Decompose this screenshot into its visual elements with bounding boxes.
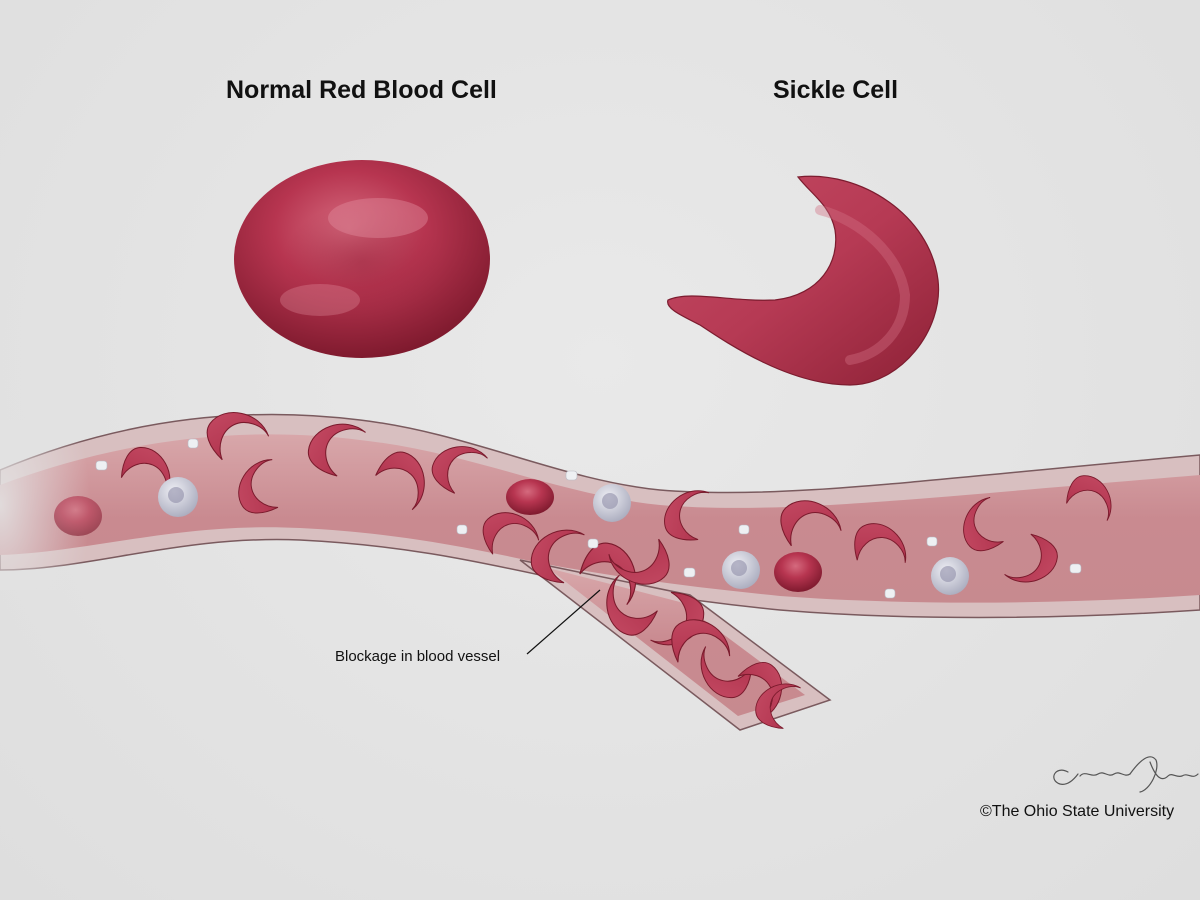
blockage-callout-label: Blockage in blood vessel bbox=[335, 648, 501, 665]
white-blood-cells bbox=[158, 477, 969, 595]
normal-cell-label: Normal Red Blood Cell bbox=[226, 76, 497, 104]
sickle-cell-label: Sickle Cell bbox=[773, 76, 899, 104]
callout-leader-line bbox=[526, 589, 601, 655]
vessel-normal-cells bbox=[54, 479, 822, 592]
sickle-cell bbox=[667, 175, 940, 386]
artist-signature bbox=[1053, 756, 1199, 793]
normal-red-blood-cell bbox=[234, 160, 490, 358]
blood-vessel bbox=[0, 413, 1200, 731]
copyright-text: ©The Ohio State University bbox=[980, 803, 1175, 820]
platelets bbox=[95, 438, 1082, 599]
